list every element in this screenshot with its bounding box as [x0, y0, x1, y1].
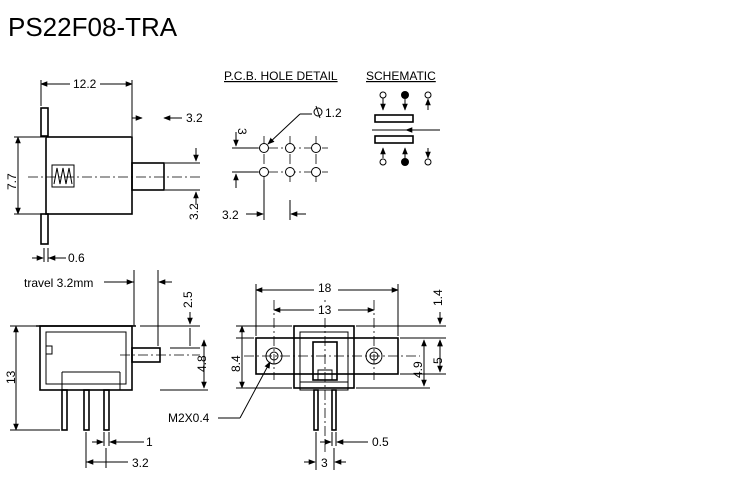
dim-front-width: 18 [318, 281, 332, 295]
dim-top-width: 12.2 [73, 77, 97, 91]
dim-side-top-offset: 2.5 [181, 291, 195, 308]
dim-top-plunger-offset: 3.2 [186, 111, 203, 125]
dim-side-plunger-height: 4.8 [195, 355, 209, 372]
pcb-hole [259, 143, 269, 153]
dim-top-height: 7.7 [5, 173, 19, 190]
pcb-hole-detail: P.C.B. HOLE DETAIL 3 1.2 3.2 [222, 69, 342, 222]
pcb-hole [285, 167, 295, 177]
top-view: 12.2 3.2 7.7 3.2 0.6 [5, 76, 203, 265]
dim-front-flange-height: 8.4 [229, 355, 243, 372]
dim-pcb-col-pitch: 3.2 [222, 208, 239, 222]
dim-side-height: 13 [4, 370, 18, 384]
pcb-hole [285, 143, 295, 153]
travel-label: travel 3.2mm [24, 276, 93, 290]
dim-front-pin-width: 0.5 [372, 435, 389, 449]
pcb-hole [311, 143, 321, 153]
pcb-hole [311, 167, 321, 177]
schematic-header: SCHEMATIC [366, 69, 436, 83]
dim-side-pin-pitch: 3.2 [132, 456, 149, 470]
dim-top-pin-pitch: 3.2 [187, 203, 201, 220]
part-number-title: PS22F08-TRA [8, 12, 178, 42]
dim-top-pin-width: 0.6 [68, 251, 85, 265]
schematic: SCHEMATIC [366, 69, 440, 166]
dim-front-pin-pitch: 3 [321, 456, 328, 470]
dim-pcb-hole-dia: 1.2 [325, 106, 342, 120]
dim-front-center-height: 4.9 [411, 361, 425, 378]
dim-pcb-row-pitch: 3 [235, 128, 249, 135]
dim-front-hole-pitch: 13 [318, 303, 332, 317]
dim-front-top-offset: 1.4 [431, 289, 445, 306]
dim-front-screw: M2X0.4 [168, 411, 210, 425]
pcb-hole [259, 167, 269, 177]
pcb-hole-detail-header: P.C.B. HOLE DETAIL [224, 69, 338, 83]
front-view: 18 13 1.4 8.4 4.9 5 M2X0.4 0.5 [168, 280, 446, 470]
dim-side-pin-gap: 1 [146, 435, 153, 449]
side-view: travel 3.2mm 2.5 4.8 13 1 3.2 [4, 270, 209, 470]
dim-front-body-height: 5 [431, 357, 445, 364]
